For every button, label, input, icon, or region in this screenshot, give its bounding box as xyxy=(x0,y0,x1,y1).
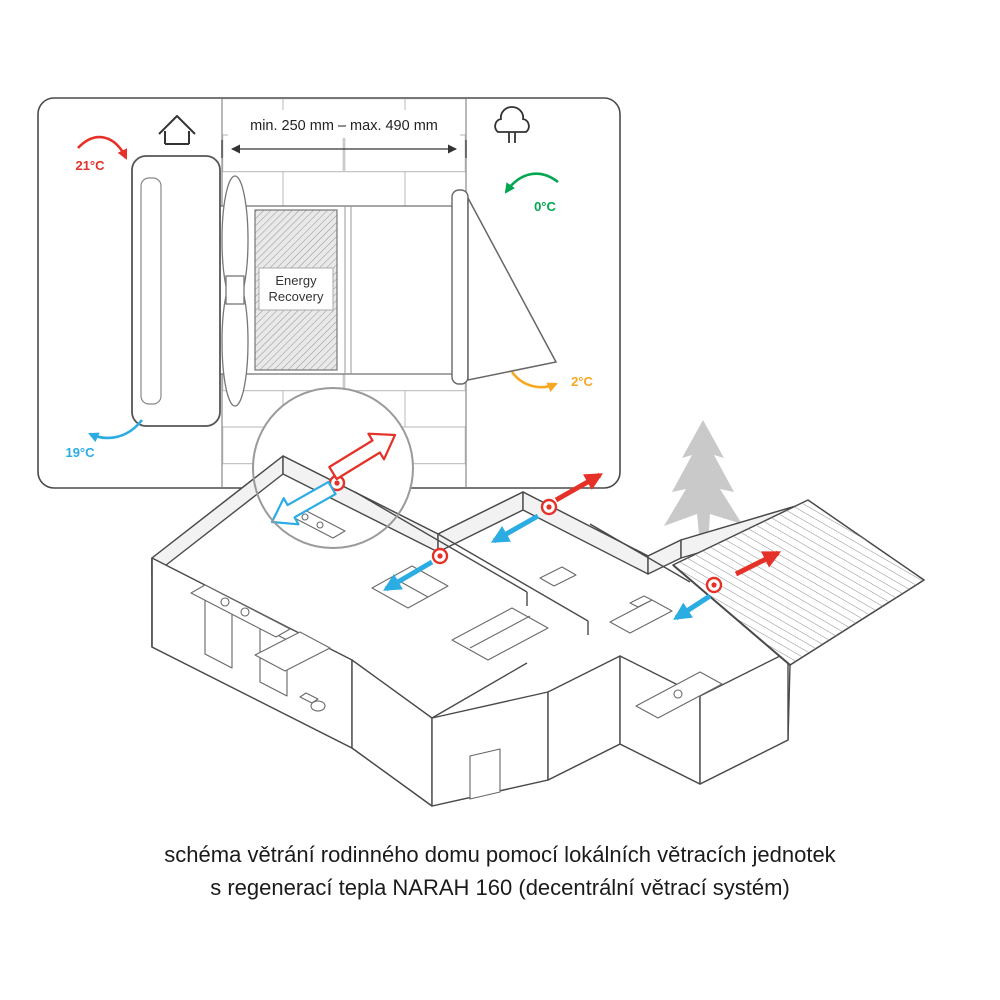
unit-markers xyxy=(328,474,723,594)
temp-indoor-supply: 19°C xyxy=(65,445,95,460)
caption-line-2: s regenerací tepla NARAH 160 (decentráln… xyxy=(210,875,790,900)
exhaust-arrow-unit1 xyxy=(328,432,397,481)
unit-marker-2 xyxy=(431,547,449,565)
outdoor-hood xyxy=(467,197,558,381)
outer-flange xyxy=(451,189,469,385)
core-label-box xyxy=(258,267,334,311)
supply-arrow-unit3 xyxy=(490,513,540,544)
supply-air-arrow xyxy=(88,419,144,443)
indoor-cover-grille xyxy=(140,177,162,405)
tree-silhouette xyxy=(664,420,742,545)
front-walls xyxy=(151,557,789,807)
house-airflow-arrows xyxy=(270,432,782,621)
exhaust-arrow-unit4 xyxy=(734,550,782,577)
roof xyxy=(672,499,925,666)
caption: schéma větrání rodinného domu pomocí lok… xyxy=(0,838,1000,904)
dimension-ticks xyxy=(221,140,467,158)
temp-outdoor-exhaust: 2°C xyxy=(571,374,593,389)
interior-walls xyxy=(354,491,691,719)
airflow-annotations: 21°C 0°C 2°C 19°C xyxy=(65,135,594,460)
caption-line-1: schéma větrání rodinného domu pomocí lok… xyxy=(164,842,836,867)
core-label-line2: Recovery xyxy=(269,289,324,304)
supply-arrow-unit4 xyxy=(673,593,712,621)
house-isometric xyxy=(151,420,925,807)
detail-panel: min. 250 mm – max. 490 mm Energy Recover… xyxy=(37,97,621,489)
temp-outdoor-intake: 0°C xyxy=(534,199,556,214)
supply-arrow-unit2 xyxy=(382,559,434,592)
computer-monitor xyxy=(629,595,653,608)
toilet xyxy=(310,700,326,712)
dimension-label-bg xyxy=(228,110,460,138)
ventilation-unit: Energy Recovery xyxy=(131,155,558,427)
unit-marker-4 xyxy=(705,576,723,594)
house-icon xyxy=(158,115,196,145)
fan xyxy=(221,175,249,407)
fresh-air-arrow xyxy=(504,172,559,194)
duct-joint-lines xyxy=(344,206,352,374)
magnifier-circle xyxy=(252,387,414,549)
exhaust-intake-arrow xyxy=(77,135,128,160)
diagram-svg: min. 250 mm – max. 490 mm Energy Recover… xyxy=(37,97,925,807)
door-opening xyxy=(469,748,501,800)
wall-dimension: min. 250 mm – max. 490 mm xyxy=(221,110,467,158)
exhaust-out-arrow xyxy=(510,371,558,393)
temp-indoor-exhaust: 21°C xyxy=(75,158,105,173)
core-label-line1: Energy xyxy=(275,273,317,288)
tree-icon xyxy=(494,106,530,143)
dimension-label: min. 250 mm – max. 490 mm xyxy=(250,118,438,134)
unit-marker-3 xyxy=(540,498,558,516)
supply-arrow-unit1 xyxy=(270,480,337,526)
exhaust-arrow-unit3 xyxy=(554,472,604,503)
